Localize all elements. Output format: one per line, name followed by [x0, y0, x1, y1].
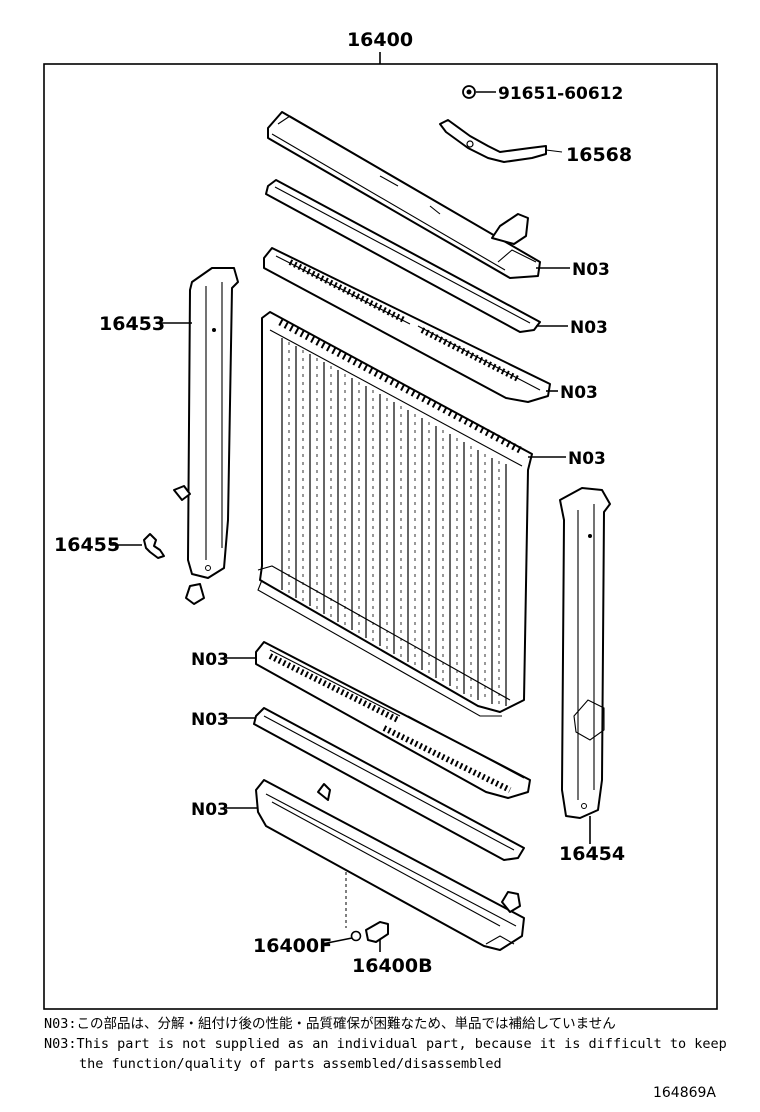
left-bolt [143, 533, 165, 559]
radiator-core [257, 311, 533, 717]
n03-upper-seal-label: N03 [560, 383, 598, 403]
note-japanese: N03:この部品は、分解・組付け後の性能・品質確保が困難なため、単品では補給して… [44, 1016, 616, 1032]
upper-gasket [265, 179, 541, 333]
n03-cap-label: N03 [572, 260, 610, 280]
note-english-line2: the function/quality of parts assembled/… [79, 1056, 502, 1072]
n03-upper-gasket-label: N03 [570, 318, 608, 338]
n03-lower-tank-label: N03 [191, 800, 229, 820]
drain-gasket-part-number: 16400F [253, 935, 332, 957]
note-english-line1: N03:This part is not supplied as an indi… [44, 1036, 727, 1052]
left-bolt-part-number: 16455 [54, 534, 120, 556]
diagram-frame [43, 63, 718, 1010]
lower-gasket [253, 707, 525, 861]
figure-code: 164869A [653, 1085, 716, 1101]
right-bracket-part-number: 16454 [559, 843, 625, 865]
left-bracket [173, 267, 239, 605]
drain-gasket-leader [321, 937, 353, 945]
bolt-91651 [462, 85, 476, 99]
n03-lower-seal-label: N03 [191, 650, 229, 670]
hose-bracket-16568 [439, 119, 563, 163]
upper-tank [267, 111, 541, 279]
drain-cock-part [365, 921, 389, 943]
left-bracket-part-number: 16453 [99, 313, 165, 335]
drain-gasket-part [350, 930, 362, 942]
n03-core-label: N03 [568, 449, 606, 469]
lower-seal [255, 641, 531, 799]
right-bracket [559, 487, 611, 819]
assembly-part-number: 16400 [347, 29, 413, 51]
upper-seal [263, 247, 551, 403]
n03-lower-gasket-label: N03 [191, 710, 229, 730]
bolt-part-number: 91651-60612 [498, 84, 623, 104]
lower-tank [255, 779, 525, 951]
hose-part-number: 16568 [566, 144, 632, 166]
drain-cock-part-number: 16400B [352, 955, 433, 977]
